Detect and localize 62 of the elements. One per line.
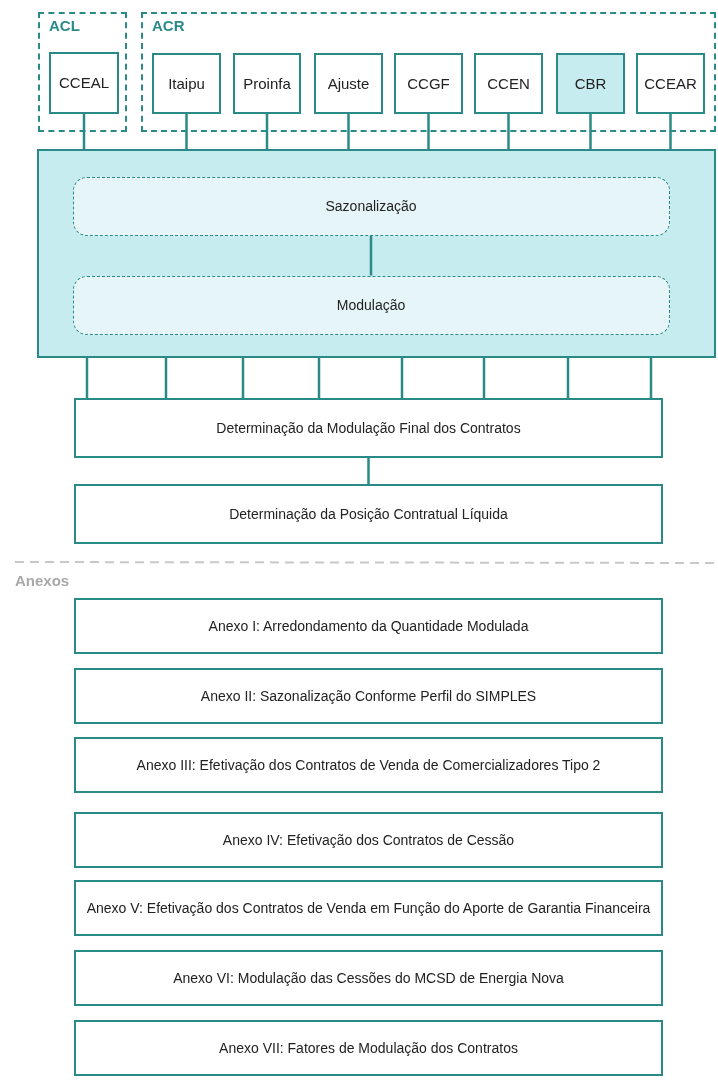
contract-box	[394, 53, 463, 114]
connector-line	[265, 114, 269, 149]
contract-box	[233, 53, 301, 114]
connector-line	[507, 114, 510, 149]
connector-line	[317, 358, 321, 398]
box-label: Ajuste	[327, 73, 370, 94]
box-label: Anexo III: Efetivação dos Contratos de Venda de Comercializadores Tipo 2	[136, 755, 601, 775]
contract-box	[152, 53, 221, 114]
contract-box	[49, 52, 119, 114]
connector-line	[400, 358, 404, 398]
box-label: CCEAR	[644, 73, 697, 94]
connector-line	[85, 358, 89, 398]
process-stage	[72, 176, 670, 236]
process-box	[74, 398, 663, 458]
connector-line	[185, 114, 188, 149]
group-heading: ACR	[152, 17, 185, 34]
connector-line	[82, 114, 86, 149]
contract-box	[314, 53, 383, 114]
box-label: CCGF	[407, 73, 450, 94]
box-label: Anexo VI: Modulação das Cessões do MCSD de Energia Nova	[173, 968, 564, 988]
box-label: Modulação	[336, 295, 406, 315]
process-box	[74, 880, 663, 936]
connector-line	[241, 358, 245, 398]
process-box	[74, 1020, 663, 1076]
box-label: Sazonalização	[325, 196, 417, 216]
group-frame	[141, 12, 716, 132]
connector-line	[566, 358, 570, 398]
process-container	[37, 149, 716, 358]
process-stage	[72, 275, 670, 335]
connector-line	[367, 458, 370, 484]
contract-box	[474, 53, 543, 114]
box-label: Determinação da Posição Contratual Líquida	[229, 504, 508, 524]
connector-line	[589, 114, 592, 149]
process-box	[74, 950, 663, 1006]
box-label: Anexo I: Arredondamento da Quantidade Modulada	[208, 616, 529, 636]
box-label: CCEAL	[59, 73, 109, 93]
box-label: Anexo VII: Fatores de Modulação dos Contratos	[219, 1038, 518, 1058]
connector-line	[649, 358, 653, 398]
connector-line	[482, 358, 486, 398]
connector-line	[369, 235, 373, 276]
box-label: Determinação da Modulação Final dos Contratos	[216, 418, 521, 438]
process-box	[74, 484, 663, 544]
process-box	[74, 598, 663, 654]
process-box	[74, 737, 663, 793]
box-label: Anexo IV: Efetivação dos Contratos de Cessão	[222, 830, 515, 850]
connector-line	[669, 114, 672, 149]
connector-line	[427, 114, 430, 149]
section-heading: Anexos	[15, 572, 70, 589]
group-frame	[38, 12, 127, 132]
box-label: Proinfa	[243, 73, 291, 94]
process-box	[74, 668, 663, 724]
box-label: CCEN	[487, 73, 530, 94]
group-heading: ACL	[49, 17, 80, 34]
box-label: CBR	[574, 73, 607, 94]
process-box	[74, 812, 663, 868]
box-label: Anexo V: Efetivação dos Contratos de Venda em Função do Aporte de Garantia Financeira	[86, 898, 651, 918]
box-label: Anexo II: Sazonalização Conforme Perfil do SIMPLES	[200, 686, 537, 706]
contract-box	[636, 53, 705, 114]
connector-line	[164, 358, 168, 398]
box-label: Itaipu	[168, 73, 205, 94]
connector-line	[347, 114, 350, 149]
contract-box	[556, 53, 625, 114]
